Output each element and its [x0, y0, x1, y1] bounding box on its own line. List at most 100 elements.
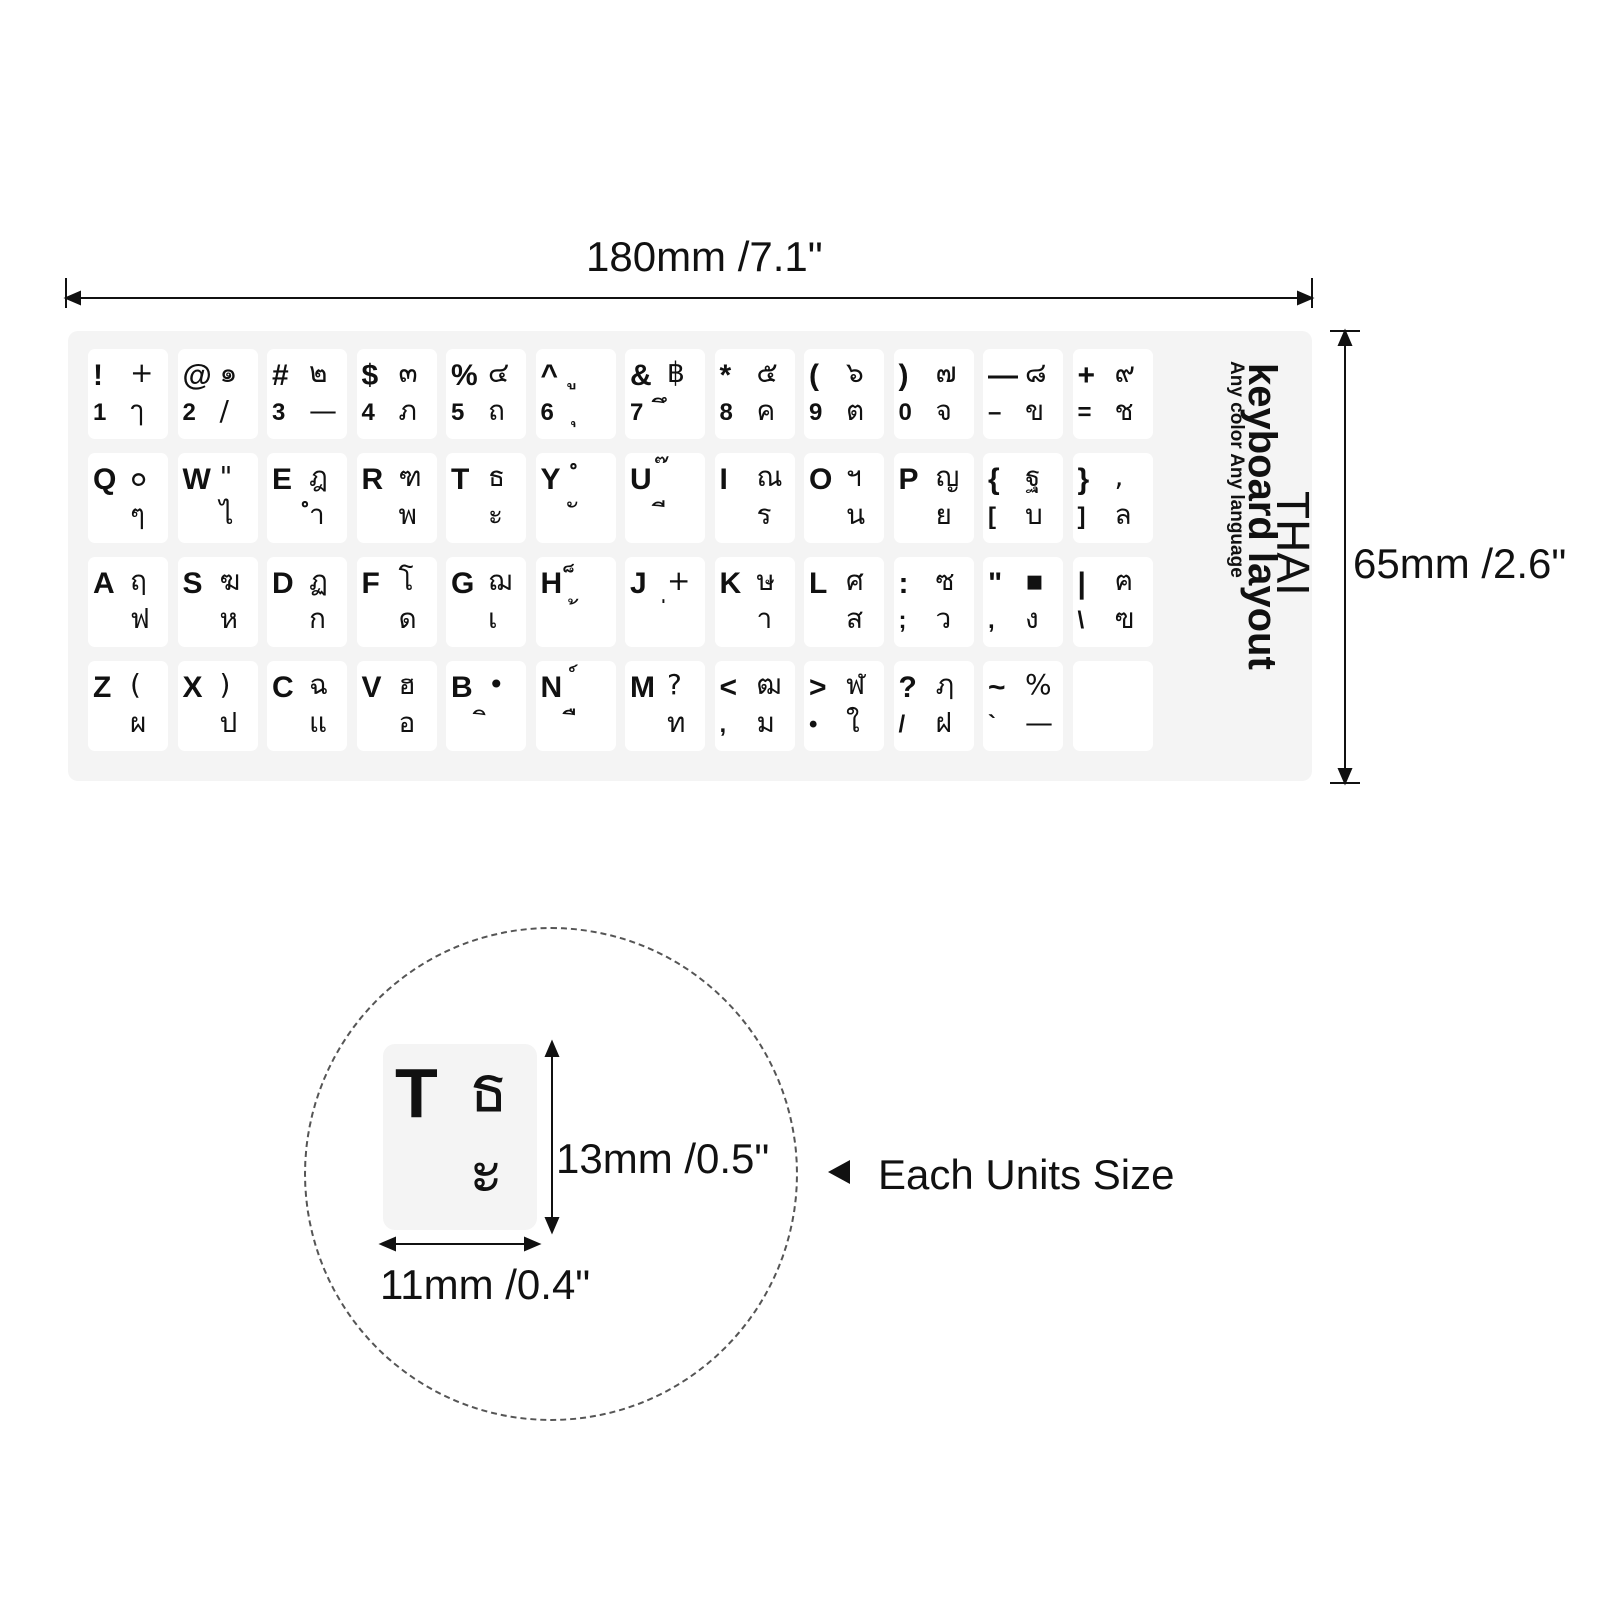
- key-sticker: —๘–ข: [983, 349, 1063, 439]
- key-label-tl: >: [809, 671, 827, 704]
- key-label-tr: (: [130, 668, 141, 701]
- key-label-tl: G: [451, 567, 475, 600]
- key-sticker: >ฬ•ใ: [804, 661, 884, 751]
- key-label-tl: @: [182, 359, 212, 392]
- key-label-tl: —: [988, 359, 1018, 392]
- key-label-tl: A: [93, 567, 115, 600]
- key-label-tl: J: [630, 567, 647, 600]
- key-label-tr: ": [219, 460, 233, 493]
- key-label-br: —: [1025, 706, 1053, 739]
- key-label-tl: R: [361, 463, 384, 496]
- key-label-tl: V: [361, 671, 382, 704]
- key-label-tl: U: [630, 463, 652, 496]
- key-label-br: ำ: [309, 498, 325, 531]
- key-label-br: ง: [1025, 602, 1039, 635]
- key-label-tr: ▪: [1025, 564, 1044, 597]
- key-label-tl: {: [988, 463, 1000, 496]
- key-label-br: ข: [1025, 394, 1045, 427]
- unit-width-label: 11mm /0.4": [380, 1261, 591, 1308]
- key-label-tl: +: [1077, 359, 1096, 392]
- key-label-tr: ฉ: [309, 668, 329, 701]
- key-label-tl: T: [451, 463, 470, 496]
- key-label-br: ร: [756, 498, 772, 531]
- key-sticker: ~%`—: [983, 661, 1063, 751]
- key-label-tr: ฌ: [488, 564, 512, 597]
- key-sticker: :ซ;ว: [893, 557, 974, 647]
- key-label-bl: `: [988, 711, 996, 738]
- key-label-bl: 0: [898, 399, 912, 426]
- height-arrow-head-bottom: [1337, 768, 1353, 786]
- key-label-tr: ฬ: [846, 668, 866, 701]
- key-label-tl: C: [272, 671, 294, 704]
- key-label-br: ไ: [219, 498, 234, 531]
- key-label-tl: B: [451, 671, 473, 704]
- key-sticker: <ฒ,ม: [714, 661, 795, 751]
- key-sticker: +๙=ช: [1072, 349, 1153, 439]
- key-label-br: ก: [309, 602, 326, 635]
- key-label-tr: ๖: [846, 356, 864, 389]
- key-label-br: /: [219, 394, 229, 427]
- key-label-bl: 7: [630, 399, 644, 426]
- key-label-bl: ;: [898, 607, 907, 634]
- key-label-tl: Y: [540, 463, 561, 496]
- key-label-tl: X: [182, 671, 203, 704]
- key-label-tr: ฮ: [398, 668, 416, 701]
- key-label-br: ท: [667, 706, 686, 739]
- key-label-br: ค: [756, 394, 776, 427]
- key-label-tl: $: [361, 359, 379, 392]
- key-label-bl: ]: [1077, 503, 1086, 530]
- key-label-br: ฃ: [1114, 602, 1135, 635]
- key-sticker: &฿7ึ: [625, 349, 705, 439]
- key-label-tr: ฦ: [935, 668, 954, 701]
- key-label-tl: Q: [93, 463, 117, 496]
- key-sticker: },]ล: [1072, 453, 1153, 543]
- key-label-br: ช: [1114, 394, 1134, 427]
- key-label-tr: ): [219, 668, 231, 701]
- key-label-tr: ๐: [130, 460, 148, 493]
- key-label-tl: D: [272, 567, 294, 600]
- key-label-tr: ฏ: [309, 564, 328, 597]
- key-label-bl: [: [988, 503, 996, 530]
- key-label-tl: P: [898, 463, 919, 496]
- key-label-tl: F: [361, 567, 380, 600]
- key-label-tr: ญ: [935, 460, 960, 493]
- key-label-br: ว: [935, 602, 952, 635]
- key-label-tl: ": [988, 567, 1003, 600]
- key-label-tr: ซ: [935, 564, 955, 597]
- key-label-tr: ษ: [756, 564, 775, 597]
- key-label-bl: 8: [719, 399, 733, 426]
- key-label-tl: ~: [988, 671, 1006, 704]
- key-label-br: ถ: [488, 394, 505, 427]
- unit-key-thai-label: ะ: [469, 1135, 504, 1209]
- key-label-bl: –: [988, 399, 1002, 426]
- key-label-bl: 1: [93, 399, 107, 426]
- key-label-br: ส: [846, 602, 864, 635]
- key-sticker: "▪,ง: [983, 557, 1063, 647]
- key-label-tr: ๙: [1114, 356, 1136, 389]
- key-label-br: ห: [219, 602, 238, 635]
- key-label-br: ภ: [398, 394, 417, 427]
- key-label-tr: ฑ: [398, 460, 422, 493]
- key-label-bl: /: [898, 711, 906, 738]
- key-sticker: W"ไ: [177, 453, 258, 543]
- key-label-tl: K: [719, 567, 742, 600]
- key-label-tl: %: [451, 359, 478, 392]
- key-label-br: ม: [756, 706, 775, 739]
- key-label-bl: •: [809, 711, 818, 738]
- key-label-br: ฟ: [130, 602, 150, 635]
- key-label-tr: ?: [667, 668, 682, 701]
- key-label-tl: <: [719, 671, 738, 704]
- key-label-br: จ: [935, 394, 952, 427]
- key-label-tl: |: [1077, 567, 1086, 600]
- key-label-br: น: [846, 498, 866, 531]
- key-label-bl: 2: [182, 399, 196, 426]
- key-label-br: ต: [846, 394, 865, 427]
- key-label-br: ล: [1114, 498, 1132, 531]
